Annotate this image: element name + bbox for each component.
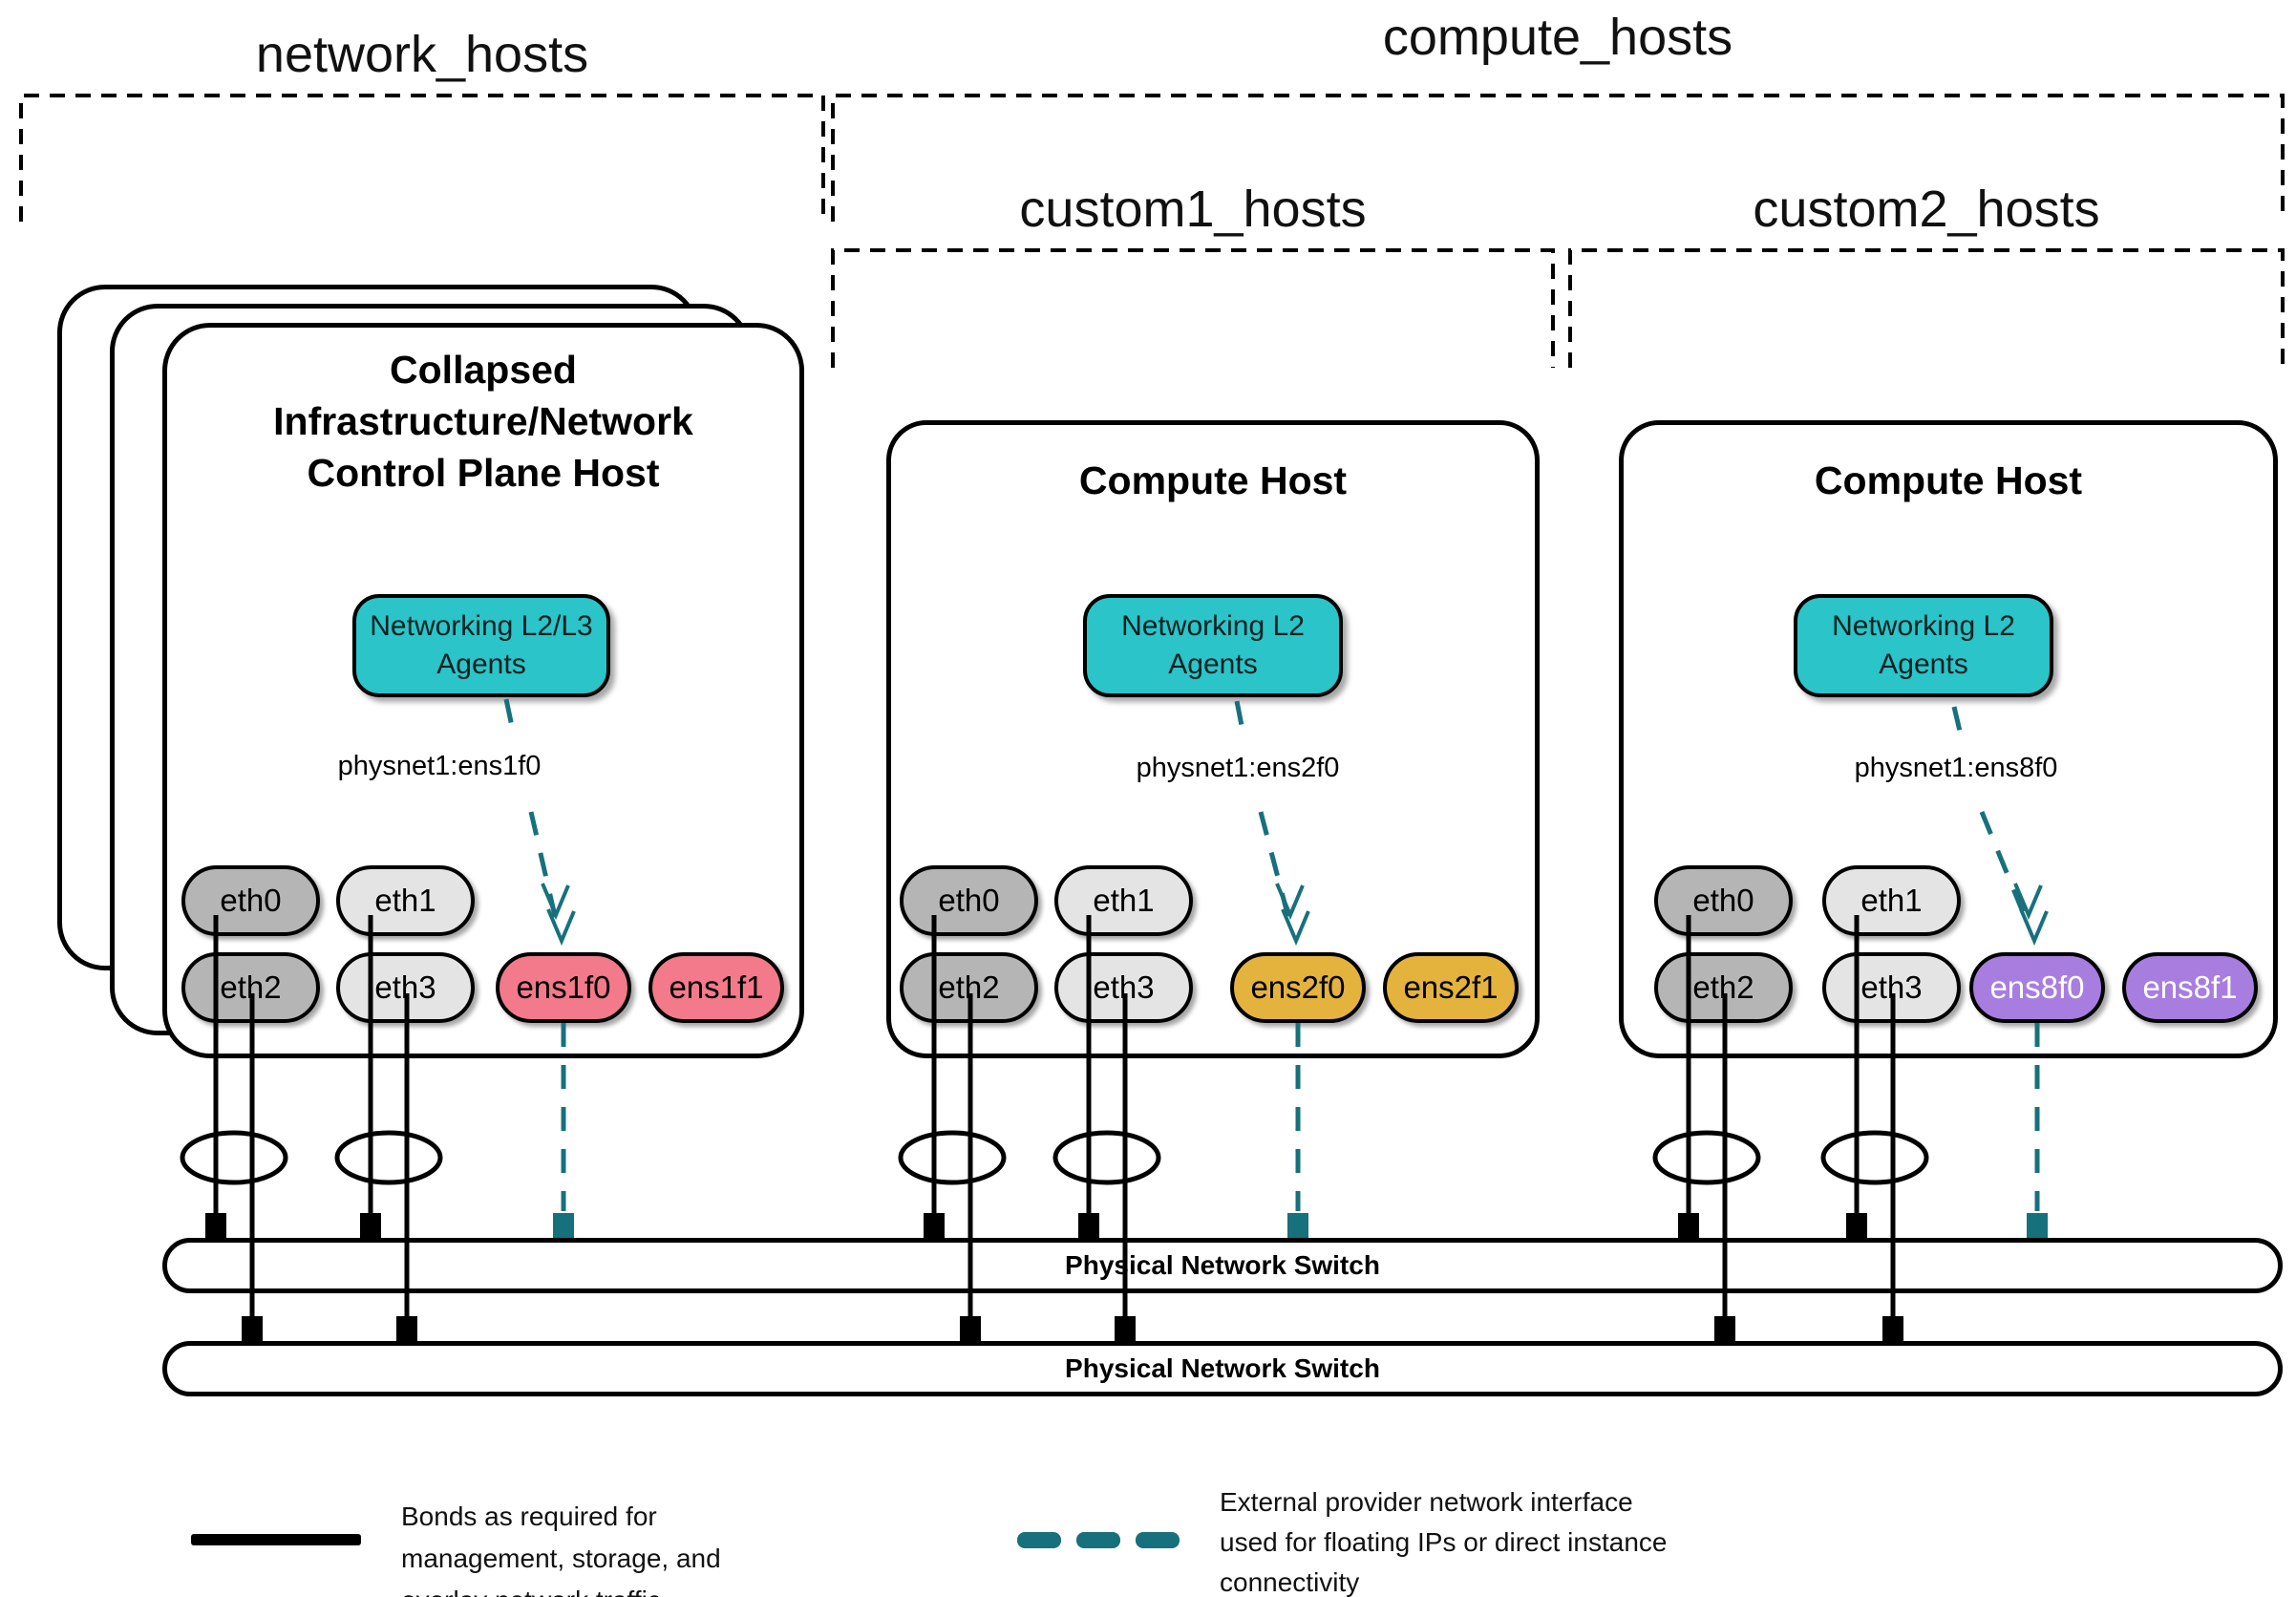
bond-ellipse	[334, 1130, 443, 1185]
nic-pill-eth2: eth2	[1654, 952, 1793, 1023]
nic-pill-eth0: eth0	[181, 865, 320, 936]
switch-port	[1078, 1213, 1099, 1238]
host-title-compute-2: Compute Host	[1814, 458, 2083, 502]
bond-ellipse	[1652, 1130, 1761, 1185]
nic-pill-eth3: eth3	[1054, 952, 1193, 1023]
agent-label: Networking L2 Agents	[1832, 610, 2015, 680]
bond-ellipse	[1820, 1130, 1929, 1185]
nic-pill-eth3: eth3	[1822, 952, 1961, 1023]
host-title-compute-1: Compute Host	[1078, 458, 1348, 502]
bracket-custom2-hosts	[1568, 248, 2285, 368]
switch-port	[960, 1316, 981, 1341]
agent-box-l2-1: Networking L2 Agents	[1083, 594, 1343, 697]
legend-bond-text: Bonds as required for management, storag…	[401, 1501, 721, 1597]
host-box-compute-2	[1619, 420, 2278, 1058]
bond-ellipse	[898, 1130, 1007, 1185]
nic-pill-ens8f1: ens8f1	[2122, 952, 2258, 1023]
group-label-compute-hosts: compute_hosts	[1382, 9, 1733, 66]
bracket-network-hosts	[19, 94, 825, 222]
switch-port	[360, 1213, 381, 1238]
agent-label: Networking L2 Agents	[1121, 610, 1305, 680]
nic-pill-ens1f1: ens1f1	[648, 952, 784, 1023]
switch-bar-2: Physical Network Switch	[162, 1341, 2283, 1396]
provider-port	[1287, 1213, 1308, 1238]
switch-port	[205, 1213, 226, 1238]
nic-pill-ens1f0: ens1f0	[496, 952, 631, 1023]
physnet-label-ens1f0: physnet1:ens1f0	[337, 751, 542, 781]
nic-pill-eth1: eth1	[1822, 865, 1961, 936]
provider-port	[2027, 1213, 2048, 1238]
nic-pill-eth0: eth0	[900, 865, 1038, 936]
physnet-label-ens2f0: physnet1:ens2f0	[1136, 753, 1340, 783]
provider-port	[553, 1213, 574, 1238]
switch-label: Physical Network Switch	[1065, 1353, 1380, 1383]
legend-provider-text: External provider network interface used…	[1220, 1487, 1668, 1597]
agent-box-l2-2: Networking L2 Agents	[1794, 594, 2053, 697]
bond-ellipse	[1052, 1130, 1161, 1185]
legend-bond-line-sample	[191, 1534, 361, 1545]
group-label-custom1-hosts: custom1_hosts	[1019, 181, 1367, 238]
nic-pill-eth1: eth1	[336, 865, 475, 936]
legend-provider-dash	[1017, 1532, 1061, 1548]
nic-pill-eth0: eth0	[1654, 865, 1793, 936]
nic-pill-eth2: eth2	[181, 952, 320, 1023]
switch-port	[1882, 1316, 1903, 1341]
switch-port	[1115, 1316, 1136, 1341]
switch-port	[1846, 1213, 1867, 1238]
legend-provider-dash	[1136, 1532, 1180, 1548]
nic-pill-ens8f0: ens8f0	[1969, 952, 2105, 1023]
switch-port	[924, 1213, 945, 1238]
switch-port	[1678, 1213, 1699, 1238]
physnet-label-ens8f0: physnet1:ens8f0	[1854, 753, 2058, 783]
switch-bar-1: Physical Network Switch	[162, 1238, 2283, 1293]
bracket-custom1-hosts	[831, 248, 1555, 368]
host-box-compute-1	[886, 420, 1540, 1058]
switch-label: Physical Network Switch	[1065, 1250, 1380, 1280]
agent-box-l2l3: Networking L2/L3 Agents	[352, 594, 610, 697]
switch-port	[1714, 1316, 1735, 1341]
switch-port	[242, 1316, 263, 1341]
switch-port	[396, 1316, 417, 1341]
bond-ellipse	[180, 1130, 288, 1185]
legend-provider-dash	[1076, 1532, 1120, 1548]
nic-pill-ens2f1: ens2f1	[1383, 952, 1519, 1023]
nic-pill-eth2: eth2	[900, 952, 1038, 1023]
group-label-custom2-hosts: custom2_hosts	[1753, 181, 2100, 238]
nic-pill-ens2f0: ens2f0	[1230, 952, 1366, 1023]
agent-label: Networking L2/L3 Agents	[370, 610, 593, 680]
host-title-infra: Collapsed Infrastructure/Network Control…	[273, 348, 693, 495]
nic-pill-eth3: eth3	[336, 952, 475, 1023]
group-label-network-hosts: network_hosts	[255, 26, 589, 83]
nic-pill-eth1: eth1	[1054, 865, 1193, 936]
